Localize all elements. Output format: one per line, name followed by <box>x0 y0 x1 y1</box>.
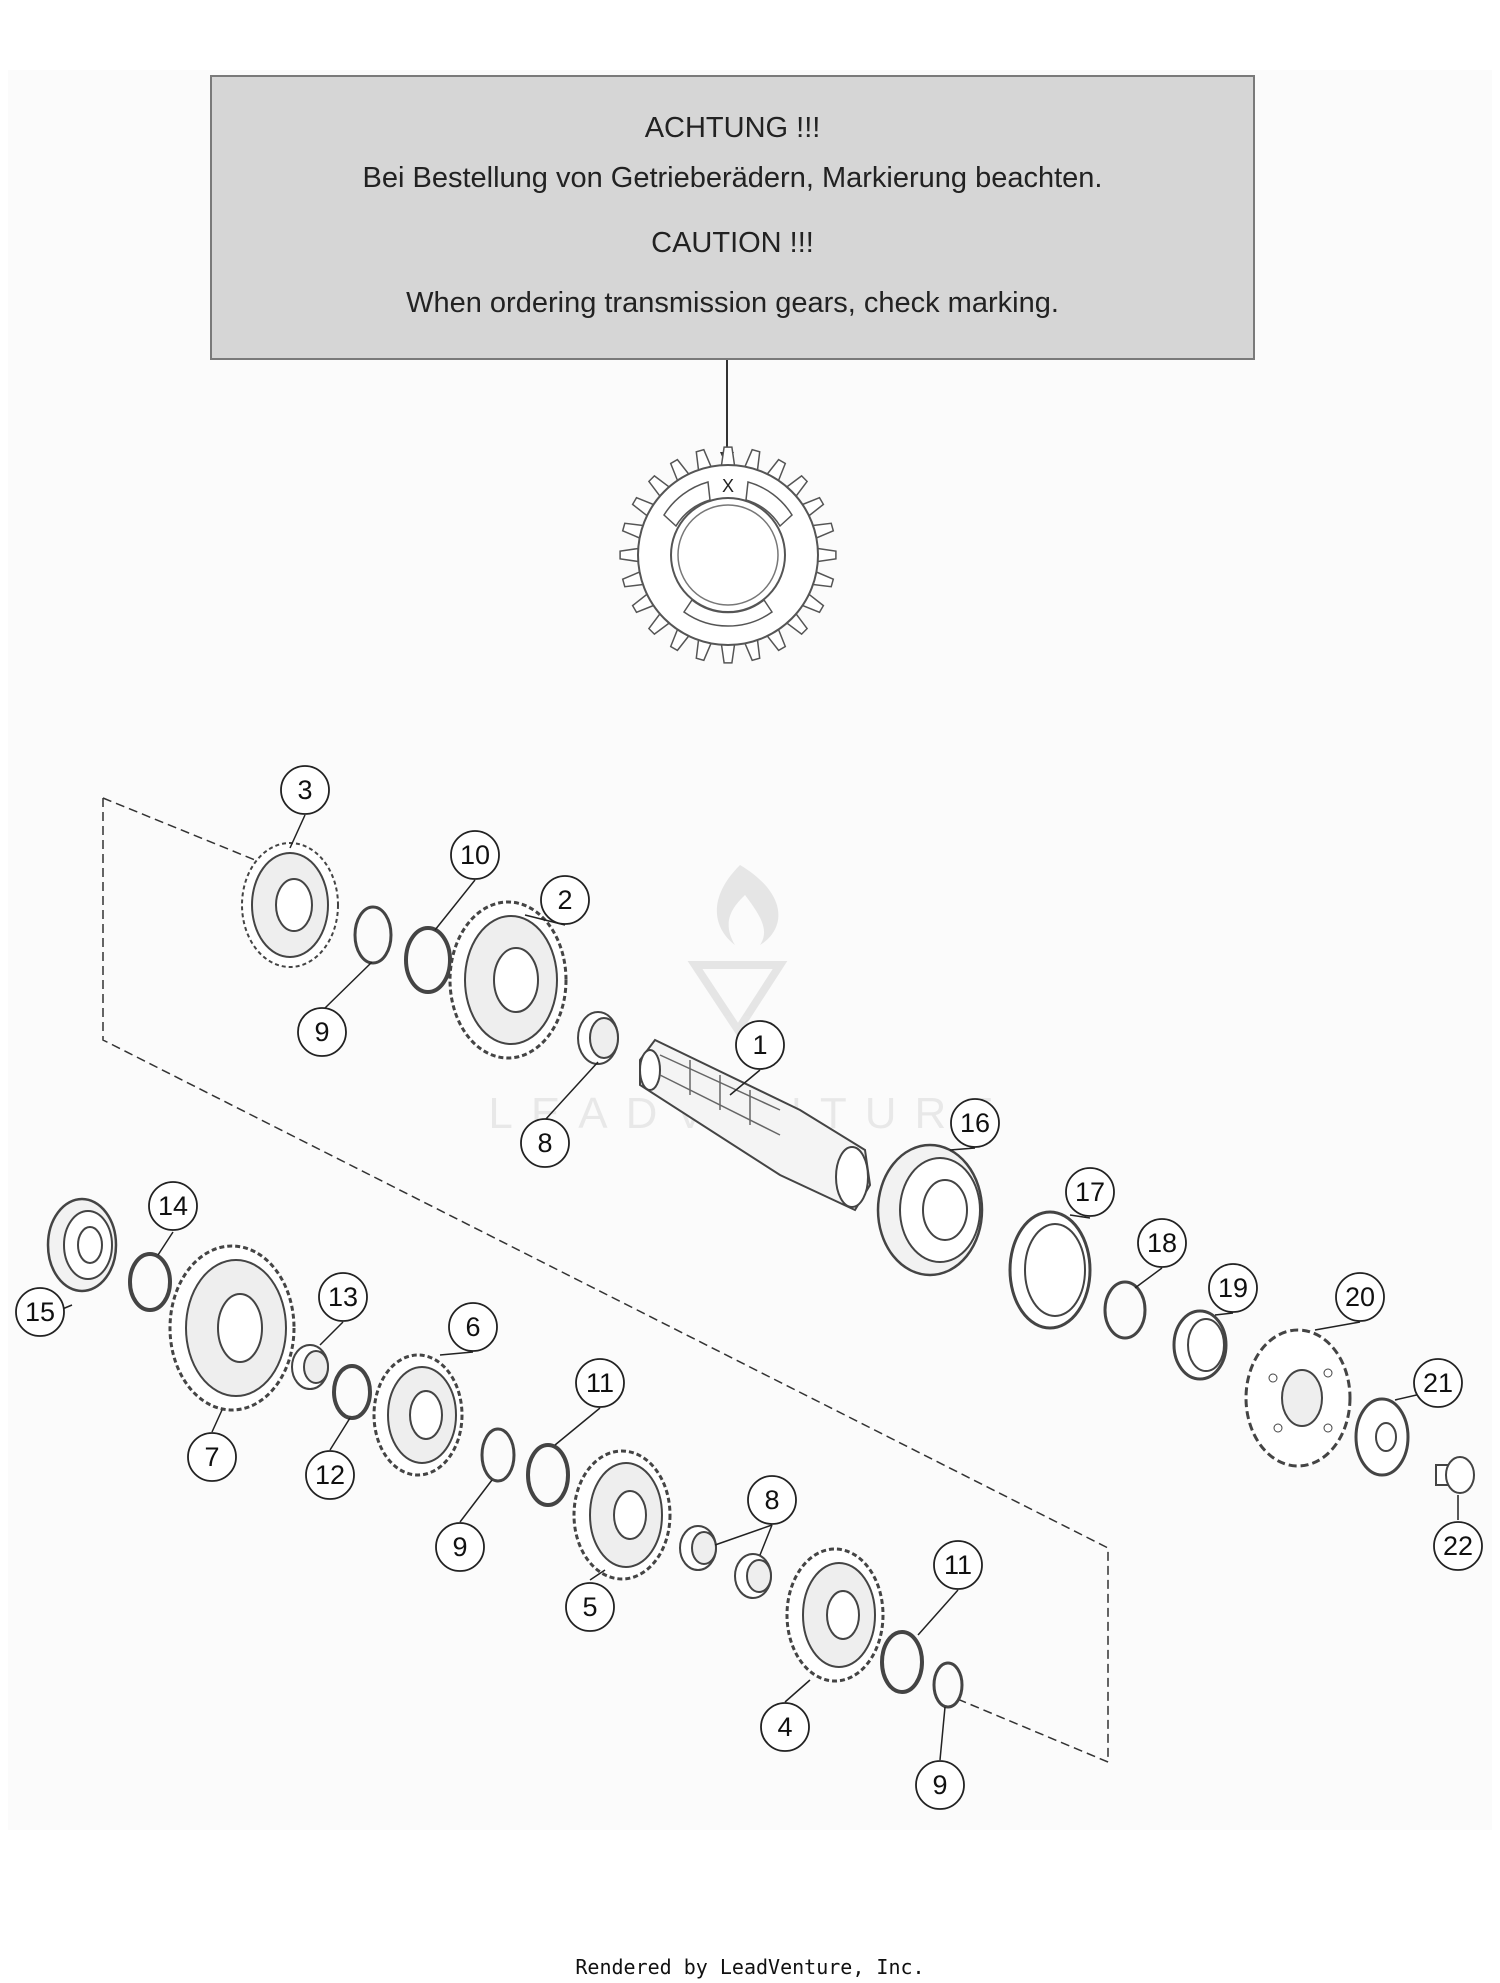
callout-circle <box>540 875 590 925</box>
part-seal-17 <box>1008 1210 1092 1330</box>
callout-label: 20 <box>1345 1282 1375 1312</box>
footer-credit: Rendered by LeadVenture, Inc. <box>575 1955 925 1979</box>
gear-tooth <box>817 547 837 563</box>
part-nut-22 <box>1435 1456 1475 1494</box>
callout-circle <box>318 1272 368 1322</box>
part-ring-9-middle <box>480 1427 516 1483</box>
notice-text-en: When ordering transmission gears, check … <box>406 287 1059 319</box>
callout-circle <box>1208 1263 1258 1313</box>
callout-label: 10 <box>460 840 490 870</box>
callout-label: 18 <box>1147 1228 1177 1258</box>
part-sprocket-20 <box>1244 1328 1352 1468</box>
callout-label: 17 <box>1075 1177 1105 1207</box>
notice-text-de: Bei Bestellung von Getrieberädern, Marki… <box>362 162 1103 194</box>
callout-label: 13 <box>328 1282 358 1312</box>
callout-circle <box>735 1020 785 1070</box>
callout-circle <box>15 1287 65 1337</box>
part-gear-5 <box>572 1449 672 1581</box>
marked-gear-icon: X <box>619 446 837 664</box>
callout-label: 22 <box>1443 1531 1473 1561</box>
callout-label: 9 <box>452 1532 467 1562</box>
callout-label: 7 <box>204 1442 219 1472</box>
callout-circle <box>1137 1218 1187 1268</box>
part-bearing-15 <box>46 1197 118 1293</box>
part-bushing-8-upper <box>577 1011 619 1065</box>
callout-circle <box>915 1760 965 1810</box>
part-gear-6 <box>372 1353 464 1477</box>
part-ring-18 <box>1103 1280 1147 1340</box>
callout-label: 8 <box>537 1128 552 1158</box>
callout-label: 9 <box>932 1770 947 1800</box>
callout-circle <box>148 1181 198 1231</box>
part-sleeve-19 <box>1172 1309 1228 1381</box>
callout-label: 9 <box>314 1017 329 1047</box>
notice-heading-en: CAUTION !!! <box>651 227 814 259</box>
callout-label: 8 <box>764 1485 779 1515</box>
callout-circle <box>1065 1167 1115 1217</box>
callout-circle <box>520 1118 570 1168</box>
part-washer-14 <box>128 1252 172 1312</box>
callout-label: 21 <box>1423 1368 1453 1398</box>
gear-tooth <box>619 547 639 563</box>
callout-label: 11 <box>586 1368 614 1398</box>
part-washer-10 <box>404 926 452 994</box>
diagram-background <box>8 70 1492 1830</box>
part-washer-12 <box>332 1364 372 1420</box>
part-ring-9-lower <box>932 1661 964 1709</box>
callout-circle <box>297 1007 347 1057</box>
callout-label: 14 <box>158 1191 188 1221</box>
callout-circle <box>1433 1521 1483 1571</box>
callout-circle <box>448 1302 498 1352</box>
part-bushing-8-lower-b <box>734 1553 772 1599</box>
callout-label: 5 <box>582 1592 597 1622</box>
callout-label: 19 <box>1218 1273 1248 1303</box>
callout-label: 1 <box>752 1030 767 1060</box>
assembly-outline <box>102 798 1109 1762</box>
callout-label: 3 <box>297 775 312 805</box>
callout-label: 2 <box>557 885 572 915</box>
gear-tooth <box>720 644 736 664</box>
part-gear-7 <box>168 1244 296 1412</box>
callout-circle <box>950 1098 1000 1148</box>
part-gear-3 <box>241 842 339 968</box>
callout-circle <box>280 765 330 815</box>
part-bushing-8-lower-a <box>679 1525 717 1571</box>
callout-label: 11 <box>944 1550 972 1580</box>
callout-label: 16 <box>960 1108 990 1138</box>
watermark-logo-icon <box>687 865 788 1038</box>
callout-circle <box>933 1540 983 1590</box>
part-gear-2 <box>448 900 568 1060</box>
part-washer-11-lower <box>880 1630 924 1694</box>
callout-circle <box>435 1522 485 1572</box>
assembly-outline-bottom <box>954 1697 1109 1763</box>
part-ring-9-upper <box>353 905 393 965</box>
part-shaft-1 <box>639 1038 872 1212</box>
part-gear-4 <box>785 1547 885 1683</box>
callout-label: 4 <box>777 1712 792 1742</box>
callout-label: 6 <box>465 1312 480 1342</box>
notice-heading-de: ACHTUNG !!! <box>644 112 821 144</box>
callout-circle <box>575 1358 625 1408</box>
part-washer-11-middle <box>526 1443 570 1507</box>
gear-tooth <box>720 446 736 466</box>
leader-lines <box>59 814 1459 1761</box>
gear-marking-label: X <box>722 476 734 496</box>
assembly-outline-top <box>102 797 256 861</box>
callout-circle <box>747 1475 797 1525</box>
part-washer-21 <box>1354 1397 1410 1477</box>
callout-label: 12 <box>315 1460 345 1490</box>
callout-circle <box>187 1432 237 1482</box>
part-bearing-16 <box>876 1143 984 1277</box>
part-bushing-13 <box>291 1344 329 1390</box>
callout-circle <box>450 830 500 880</box>
caution-notice-box: ACHTUNG !!! Bei Bestellung von Getrieber… <box>210 75 1255 360</box>
callout-circle <box>1335 1272 1385 1322</box>
callout-circle <box>1413 1358 1463 1408</box>
callout-label: 15 <box>25 1297 55 1327</box>
callout-circle <box>565 1582 615 1632</box>
callout-circle <box>760 1702 810 1752</box>
callout-circle <box>305 1450 355 1500</box>
